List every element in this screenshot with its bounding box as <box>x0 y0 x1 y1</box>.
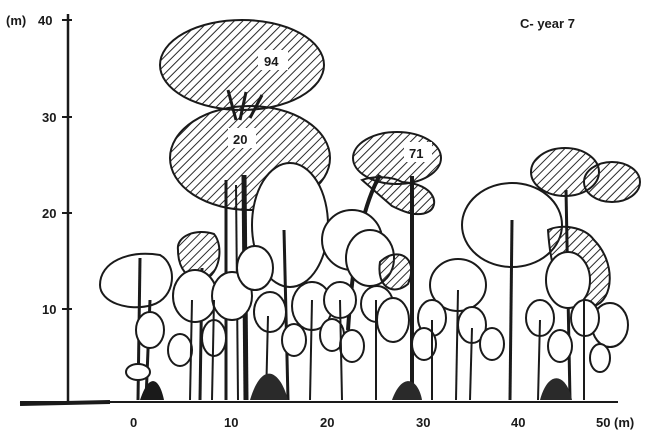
y-tick-label: 30 <box>42 110 56 125</box>
crown-label-71: 71 <box>409 146 423 161</box>
diagram-title: C- year 7 <box>520 16 575 31</box>
y-axis-unit: (m) <box>6 13 26 28</box>
y-tick-label: 20 <box>42 206 56 221</box>
x-tick-label: 10 <box>224 415 238 430</box>
crown-label-94: 94 <box>264 54 279 69</box>
y-tick-label: 10 <box>42 302 56 317</box>
x-tick-label: 40 <box>511 415 525 430</box>
x-tick-label: 50 <box>596 415 610 430</box>
crown-label-20: 20 <box>233 132 247 147</box>
x-tick-label: 30 <box>416 415 430 430</box>
tree-illustrations <box>100 20 640 400</box>
x-axis <box>20 402 618 404</box>
x-axis-unit: (m) <box>614 415 634 430</box>
x-tick-label: 0 <box>130 415 137 430</box>
y-tick-label: 40 <box>38 13 52 28</box>
x-tick-label: 20 <box>320 415 334 430</box>
y-axis <box>62 14 72 402</box>
